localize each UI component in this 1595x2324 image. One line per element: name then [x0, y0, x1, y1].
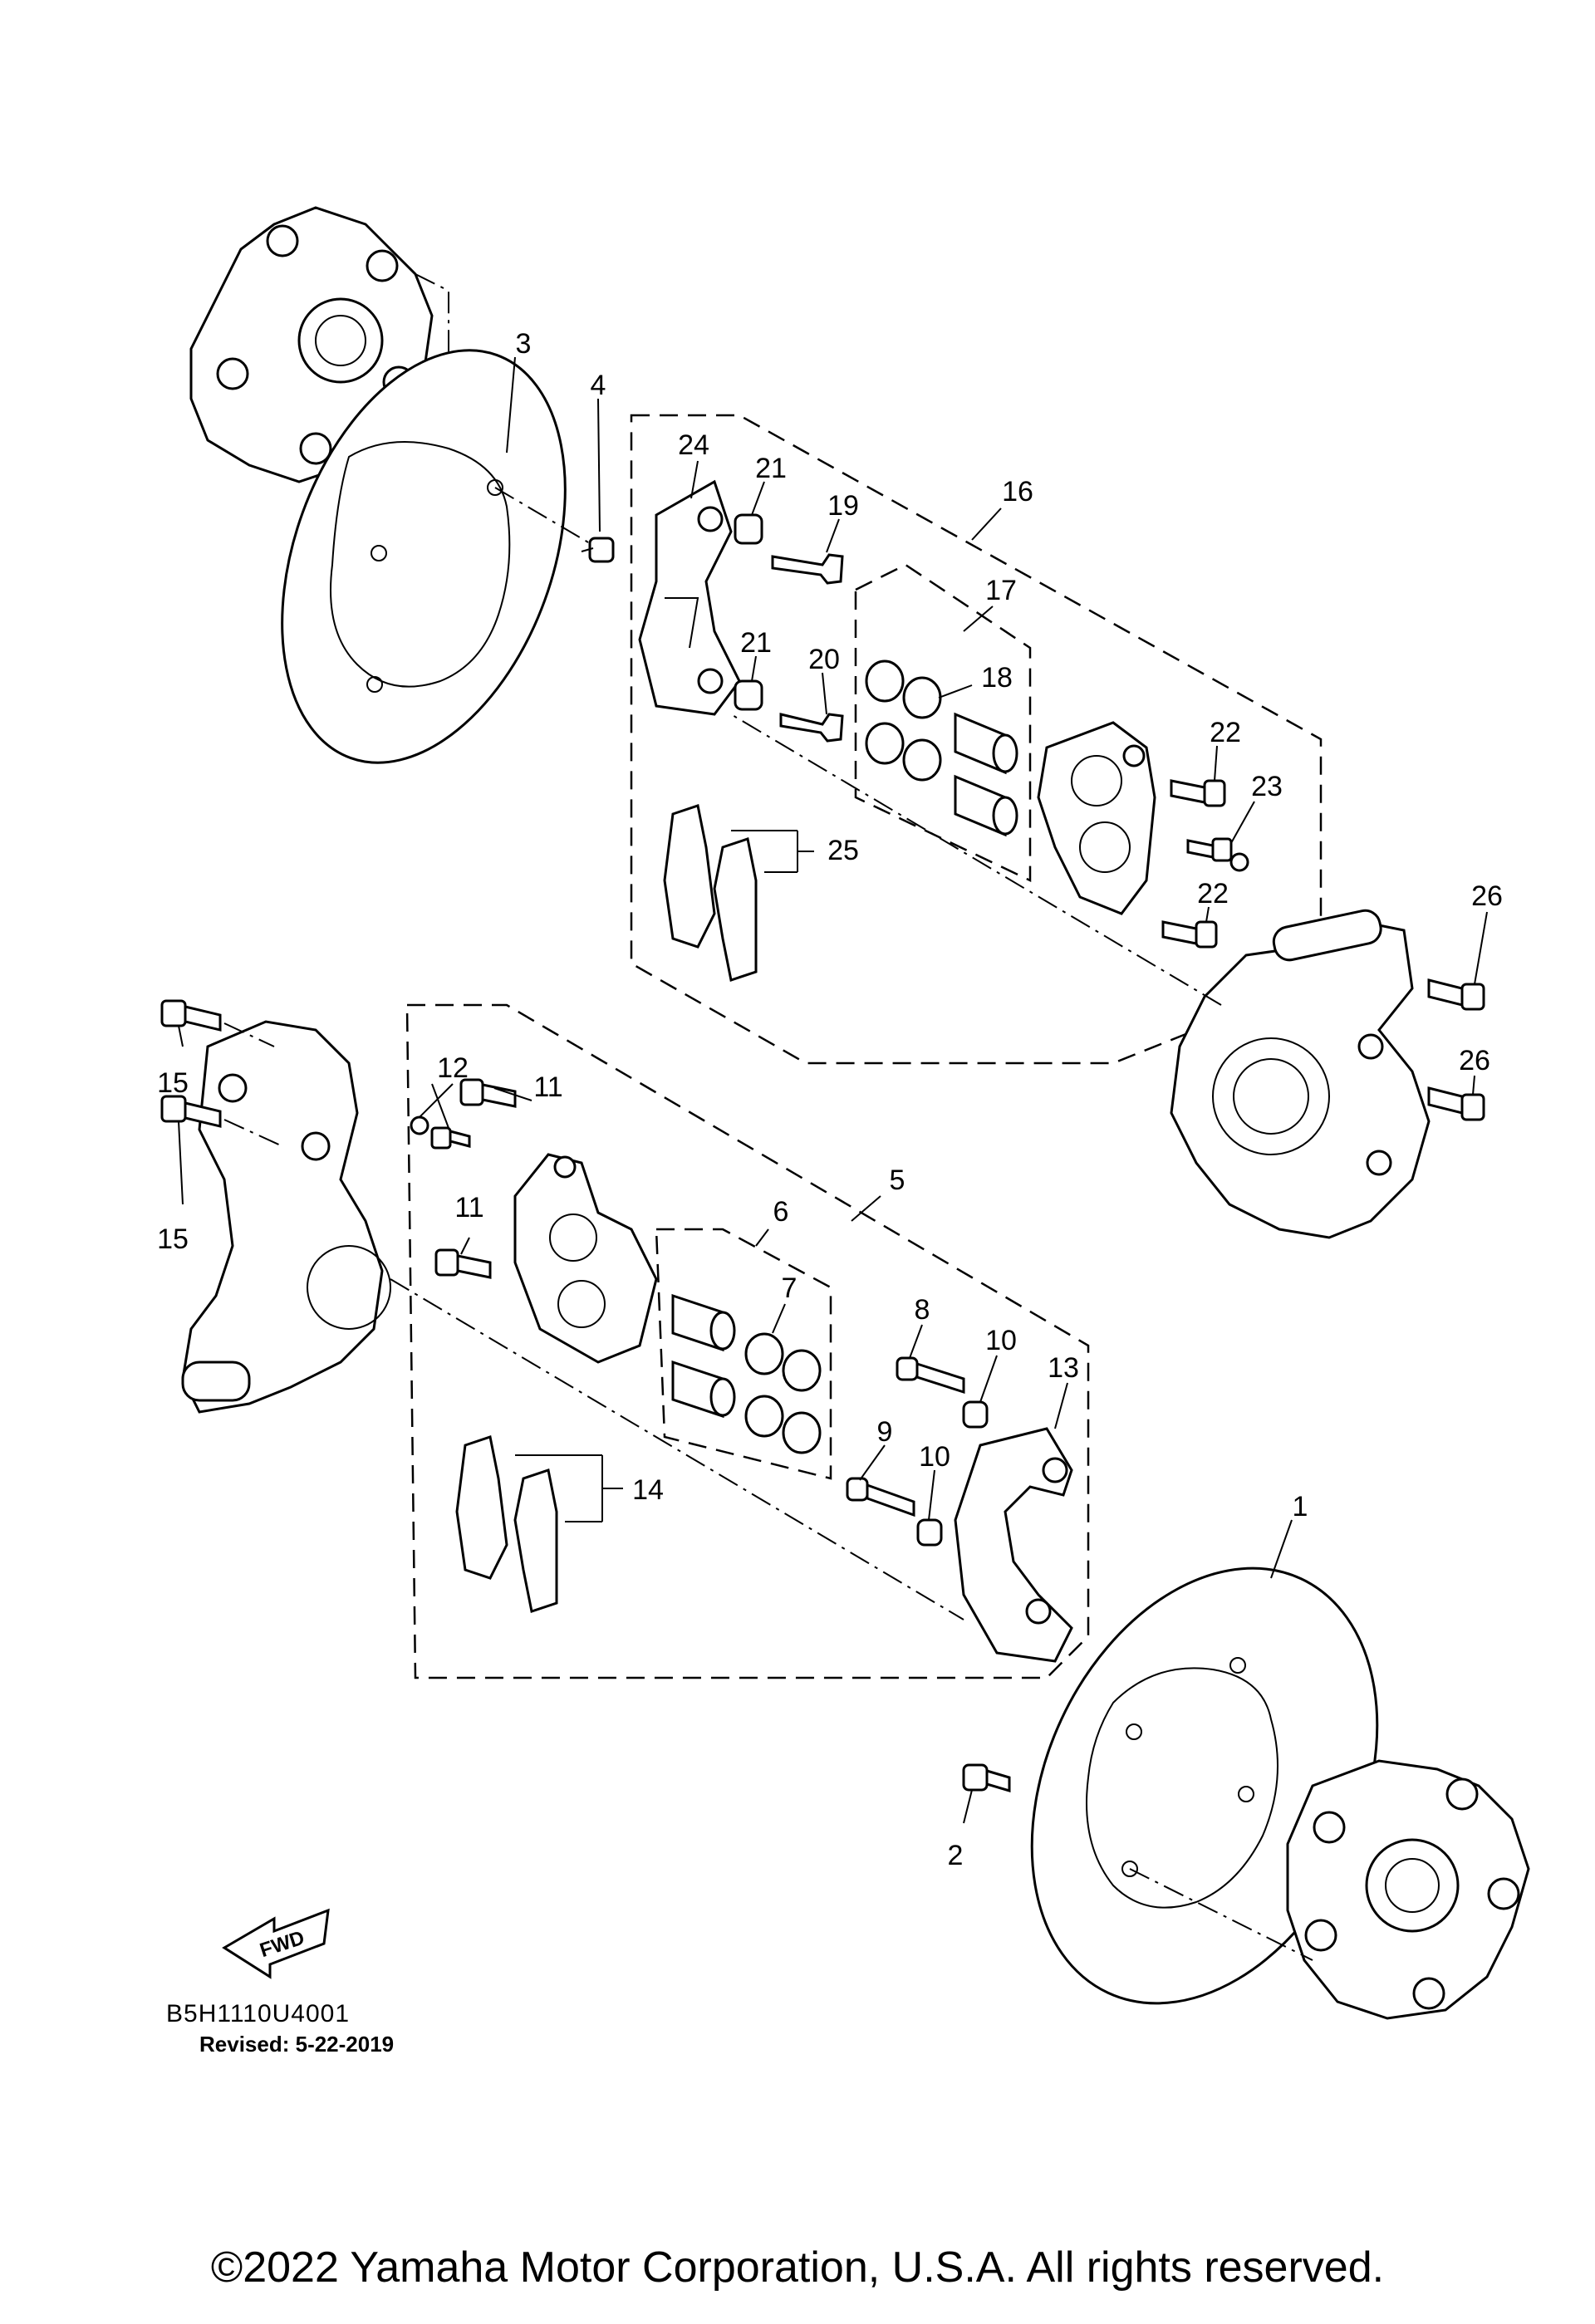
steering-knuckle-left	[181, 1020, 391, 1414]
seal-kit-7	[744, 1332, 822, 1454]
group-5-outline	[405, 1003, 1090, 1679]
pin-19	[771, 553, 844, 585]
bolt-15	[160, 999, 222, 1128]
caliper-body-lower	[513, 1153, 658, 1364]
wheel-hub-lower	[1286, 1759, 1530, 2020]
disc-bolt-4	[581, 537, 615, 563]
callout-24: 24	[678, 429, 709, 461]
piston-lower	[671, 1293, 736, 1419]
callout-1: 1	[1293, 1491, 1308, 1522]
callout-6: 6	[773, 1196, 789, 1228]
steering-knuckle-right	[1170, 909, 1431, 1239]
bleeder-12	[410, 1115, 471, 1150]
callout-5: 5	[890, 1164, 905, 1196]
callout-labels: 3 4 24 21 19 16 17 21 20 18 22 23 25 22 …	[157, 328, 1503, 1871]
callout-20: 20	[808, 644, 840, 675]
callout-22b: 22	[1197, 878, 1229, 909]
callout-10b: 10	[919, 1441, 950, 1473]
drawing-code: B5H1110U4001	[166, 2000, 351, 2027]
callout-14: 14	[632, 1474, 664, 1506]
callout-22a: 22	[1210, 717, 1241, 748]
callout-17: 17	[985, 575, 1017, 606]
fwd-arrow-icon: FWD	[222, 1908, 330, 1979]
group-6-outline	[655, 1228, 832, 1480]
callout-15a: 15	[157, 1067, 189, 1099]
brake-disc-3	[281, 349, 567, 764]
copyright-footer: ©2022 Yamaha Motor Corporation, U.S.A. A…	[210, 2243, 1385, 2292]
bolt-22	[1161, 779, 1226, 949]
pin-20	[779, 713, 844, 743]
callout-12: 12	[437, 1052, 469, 1084]
callout-9: 9	[877, 1416, 893, 1448]
brake-pads-25	[663, 804, 814, 982]
group-17-outline	[854, 563, 1032, 882]
callout-23: 23	[1251, 771, 1283, 802]
callout-10a: 10	[985, 1325, 1017, 1356]
pin-8	[896, 1356, 965, 1395]
caliper-bracket-13	[954, 1427, 1073, 1663]
callout-11a: 11	[533, 1071, 562, 1103]
pin-9	[846, 1477, 915, 1517]
caliper-body-upper	[1037, 721, 1156, 915]
bolt-26	[1427, 978, 1485, 1121]
bleeder-23	[1186, 837, 1249, 872]
callout-4: 4	[591, 370, 606, 401]
callout-26a: 26	[1471, 880, 1503, 912]
boot-10	[916, 1400, 989, 1547]
seal-kit-18	[865, 659, 942, 782]
brake-pads-14	[455, 1435, 623, 1613]
callout-8: 8	[915, 1294, 930, 1326]
callout-21a: 21	[755, 453, 787, 484]
disc-bolt-2	[962, 1763, 1011, 1793]
callout-19: 19	[827, 490, 859, 522]
callout-13: 13	[1048, 1352, 1079, 1384]
callout-25: 25	[827, 835, 859, 866]
callout-16: 16	[1002, 476, 1033, 507]
callout-15b: 15	[157, 1223, 189, 1255]
callout-3: 3	[516, 328, 532, 360]
piston-upper	[954, 712, 1018, 837]
callout-18: 18	[981, 662, 1013, 694]
callout-7: 7	[782, 1272, 798, 1304]
caliper-bracket-24	[638, 479, 741, 716]
callout-26b: 26	[1459, 1045, 1490, 1076]
boot-21-upper	[734, 513, 763, 711]
callout-21b: 21	[740, 627, 772, 659]
callout-2: 2	[948, 1840, 964, 1871]
callout-11b: 11	[454, 1192, 483, 1223]
revision-date: Revised: 5-22-2019	[199, 2032, 395, 2057]
bolt-11	[434, 1078, 517, 1279]
